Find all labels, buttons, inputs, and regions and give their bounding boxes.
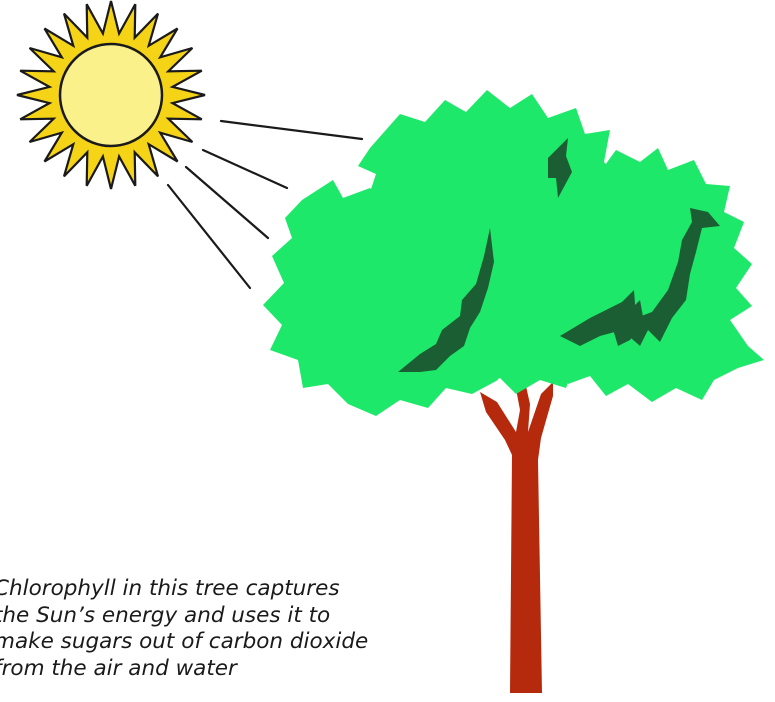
sunlight-ray [186,167,268,238]
canopy-right [536,148,764,402]
caption-line: the Sun’s energy and uses it to [0,603,474,630]
sunlight-ray [203,150,287,188]
sunlight-ray [221,121,362,139]
caption-line: make sugars out of carbon dioxide [0,629,474,656]
caption-line: from the air and water [0,656,474,683]
caption-line: Chlorophyll in this tree captures [0,576,474,603]
sun-icon [17,1,205,189]
sun-disc [60,44,162,146]
tree-trunk [480,364,553,693]
caption: Chlorophyll in this tree captures the Su… [0,576,474,682]
sunlight-ray [168,185,250,288]
